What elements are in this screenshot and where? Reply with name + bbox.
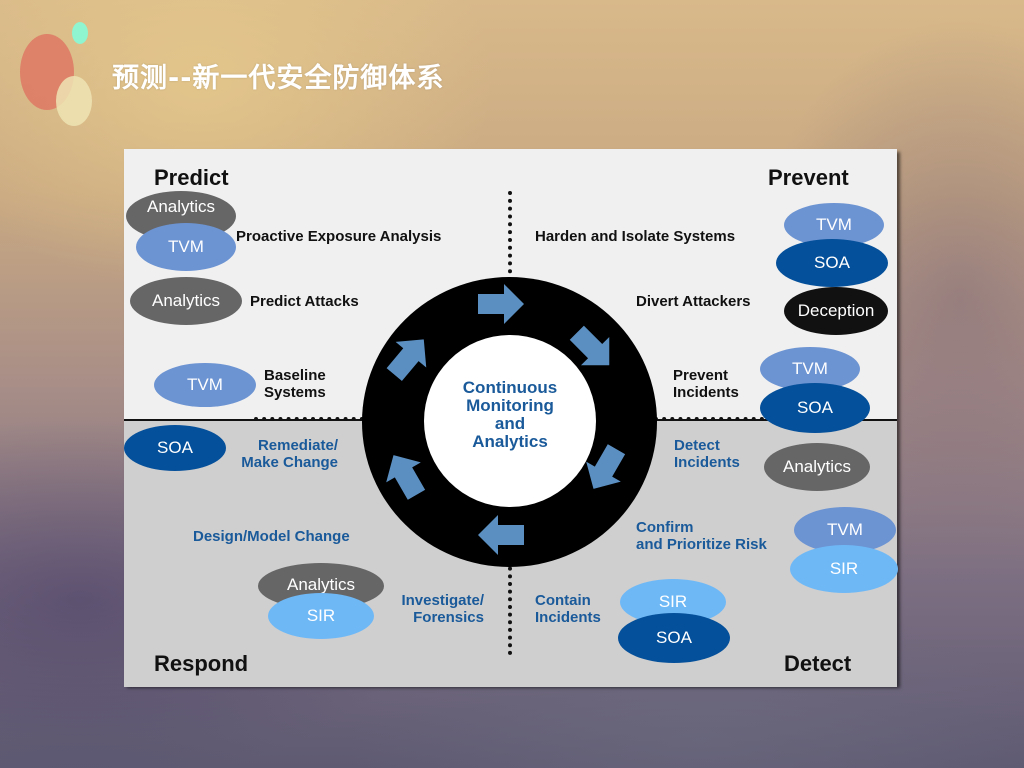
center-line: Continuous <box>462 378 558 397</box>
divider-left <box>254 417 364 421</box>
tag-deception: Deception <box>784 287 888 335</box>
label-divert-attackers: Divert Attackers <box>636 293 751 310</box>
label-line: Baseline <box>264 367 326 384</box>
label-line: Detect <box>674 437 720 454</box>
arrow-down-left-icon <box>586 444 626 489</box>
label-line: Contain <box>535 592 591 609</box>
label-design-model-change: Design/Model Change <box>193 528 350 545</box>
security-cycle-diagram: Predict Prevent Respond Detect Analytics… <box>124 149 898 687</box>
arrow-down-right-icon <box>569 325 610 366</box>
arrow-left-icon <box>478 515 524 555</box>
tag-soa: SOA <box>760 383 870 433</box>
tag-label: Analytics <box>146 197 216 216</box>
decor-circle-mint <box>72 22 88 44</box>
label-detect-incidents: Detect Incidents <box>674 437 740 471</box>
divider-top <box>508 191 512 289</box>
divider-right <box>654 417 764 421</box>
slide-title: 预测--新一代安全防御体系 <box>112 63 445 94</box>
tag-tvm: TVM <box>794 507 896 553</box>
label-harden-isolate-systems: Harden and Isolate Systems <box>535 228 736 245</box>
tag-sir: SIR <box>790 545 898 593</box>
label-line: Incidents <box>535 609 601 626</box>
tag-label: TVM <box>816 215 852 234</box>
heading-predict: Predict <box>154 165 229 190</box>
tag-label: SOA <box>157 438 193 457</box>
tag-label: Analytics <box>286 575 356 594</box>
tag-label: SIR <box>658 592 688 611</box>
label-line: Investigate/ <box>401 592 484 609</box>
label-line: Systems <box>264 384 326 401</box>
arrow-right-icon <box>478 284 524 324</box>
label-investigate-forensics: Investigate/ Forensics <box>380 592 484 626</box>
tag-label: TVM <box>187 375 223 394</box>
decor-circle-cream <box>56 76 92 126</box>
tag-analytics: Analytics <box>764 443 870 491</box>
tag-soa: SOA <box>124 425 226 471</box>
label-predict-attacks: Predict Attacks <box>250 293 359 310</box>
label-proactive-exposure-analysis: Proactive Exposure Analysis <box>236 228 442 245</box>
tag-sir: SIR <box>268 593 374 639</box>
tag-label: TVM <box>168 237 204 256</box>
arrow-up-left-icon <box>386 455 426 500</box>
tag-soa: SOA <box>776 239 888 287</box>
label-line: and Prioritize Risk <box>636 536 767 553</box>
label-remediate-make-change: Remediate/ Make Change <box>220 437 338 471</box>
tag-soa: SOA <box>618 613 730 663</box>
tag-analytics: Analytics <box>130 277 242 325</box>
heading-prevent: Prevent <box>768 165 849 190</box>
heading-detect: Detect <box>784 651 852 676</box>
label-line: Forensics <box>413 609 484 626</box>
tag-label: TVM <box>827 520 863 539</box>
tag-label: SIR <box>829 559 859 578</box>
tag-label: TVM <box>792 359 828 378</box>
center-line: Monitoring <box>466 396 554 415</box>
tag-label: SOA <box>797 398 833 417</box>
label-prevent-incidents: Prevent Incidents <box>673 367 739 401</box>
tag-tvm: TVM <box>136 223 236 271</box>
tag-label: SOA <box>656 628 692 647</box>
label-line: Make Change <box>241 454 338 471</box>
tag-label: Analytics <box>782 457 852 476</box>
arrow-up-right-icon <box>386 339 427 382</box>
tag-label: Deception <box>797 301 875 320</box>
label-confirm-prioritize-risk: Confirm and Prioritize Risk <box>636 519 767 553</box>
tag-label: SOA <box>814 253 850 272</box>
center-circle <box>424 335 596 507</box>
center-line: and <box>494 414 526 433</box>
center-line: Analytics <box>472 432 548 451</box>
tag-label: Analytics <box>151 291 221 310</box>
tag-label: SIR <box>306 606 336 625</box>
label-line: Confirm <box>636 519 694 536</box>
label-baseline-systems: Baseline Systems <box>264 367 326 401</box>
divider-bottom <box>508 559 512 655</box>
center-label: Continuous Monitoring and Analytics <box>424 379 596 451</box>
heading-respond: Respond <box>154 651 249 676</box>
label-line: Incidents <box>674 454 740 471</box>
label-contain-incidents: Contain Incidents <box>535 592 601 626</box>
label-line: Remediate/ <box>257 437 338 454</box>
label-line: Incidents <box>673 384 739 401</box>
tag-tvm: TVM <box>154 363 256 407</box>
label-line: Prevent <box>673 367 729 384</box>
